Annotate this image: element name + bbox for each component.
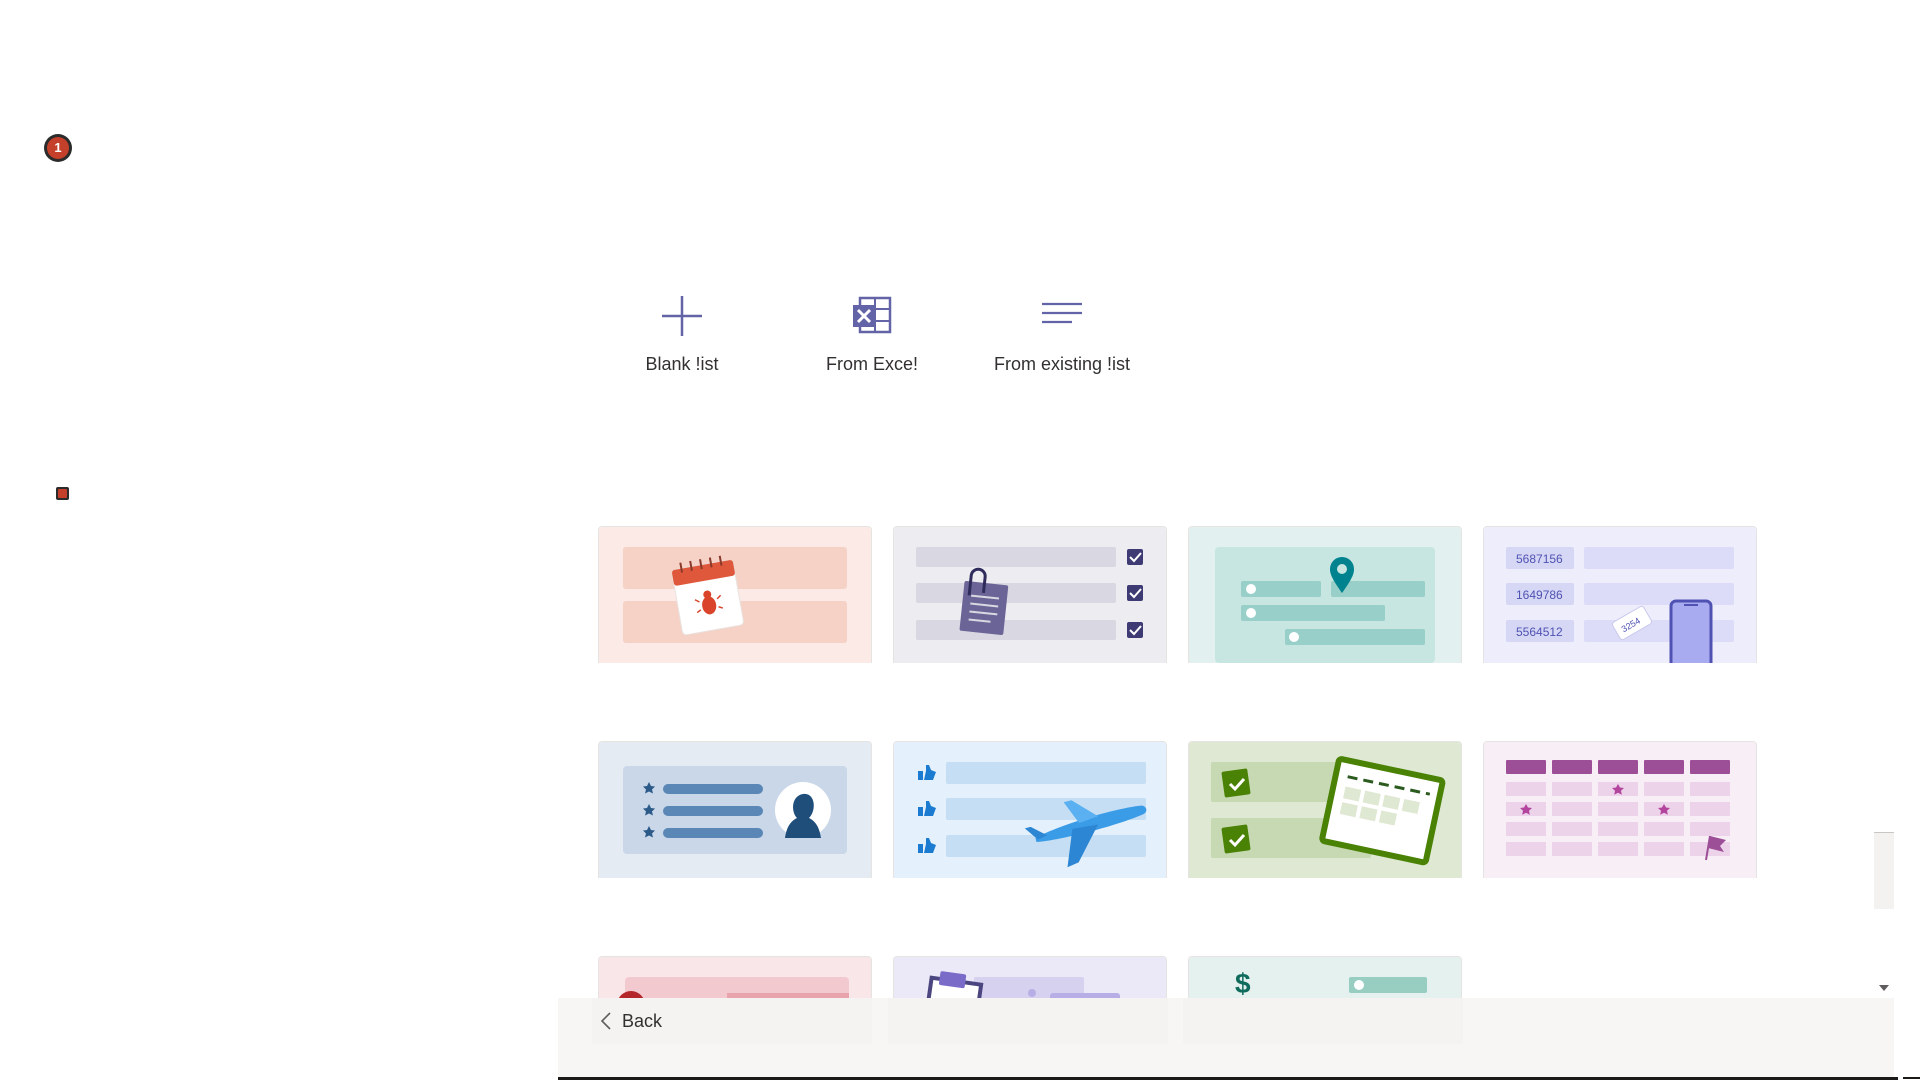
template-card-travel-requests[interactable] [893,741,1167,878]
template-card-work-progress-tracker[interactable] [1188,741,1462,878]
template-card-issue-tracker[interactable] [598,526,872,663]
blank-list-label: Blank !ist [645,354,719,374]
back-label: Back [622,1010,663,1031]
excel-icon [853,296,892,334]
notification-badge[interactable]: 1 [44,134,72,162]
bug-calendar-illustration [599,527,871,663]
svg-text:5564512: 5564512 [1516,625,1563,639]
footer-tab-1 [592,998,872,1044]
back-button[interactable]: Back [600,1006,662,1036]
clipboard-checklist-illustration [894,527,1166,663]
recording-indicator-icon [56,487,69,500]
template-card-event-itinerary[interactable] [1188,526,1462,663]
notification-count: 1 [47,137,69,159]
bottom-divider-right [1903,1077,1920,1079]
template-card-onboarding-checklist[interactable] [893,526,1167,663]
travel-airplane-illustration [894,742,1166,878]
svg-text:5687156: 5687156 [1516,552,1563,566]
checked-calendar-illustration [1189,742,1461,878]
lines-icon [1042,302,1082,324]
dollar-expense-illustration: $ [1189,957,1461,999]
from-existing-list-label: From existing !ist [993,354,1131,374]
footer-tab-2 [888,998,1168,1044]
from-excel-option[interactable]: From Exce! [777,288,967,398]
svg-text:1649786: 1649786 [1516,588,1563,602]
bottom-divider [558,1077,1898,1080]
footer-tab-3 [1183,998,1463,1044]
plus-icon [662,296,702,336]
template-card-content-scheduler[interactable] [1483,741,1757,878]
template-card-loans-tracker[interactable]: $ [1188,956,1462,999]
svg-text:$: $ [1235,968,1251,999]
scroll-down-arrow-icon[interactable] [1877,982,1891,994]
chevron-left-icon [600,1012,611,1030]
template-card-issue-log[interactable] [598,956,872,999]
calendar-grid-flag-illustration [1484,742,1756,878]
person-profile-illustration [599,742,871,878]
template-card-recruitment-tracker[interactable] [598,741,872,878]
red-issue-illustration [599,957,871,999]
scrollbar-thumb[interactable] [1874,832,1894,909]
from-excel-label: From Exce! [825,354,918,374]
template-card-patient-tracker[interactable] [893,956,1167,999]
blank-list-option[interactable]: Blank !ist [587,288,777,398]
from-existing-list-option[interactable]: From existing !ist [967,288,1157,398]
purple-clipboard-illustration [894,957,1166,999]
map-pin-list-illustration [1189,527,1461,663]
